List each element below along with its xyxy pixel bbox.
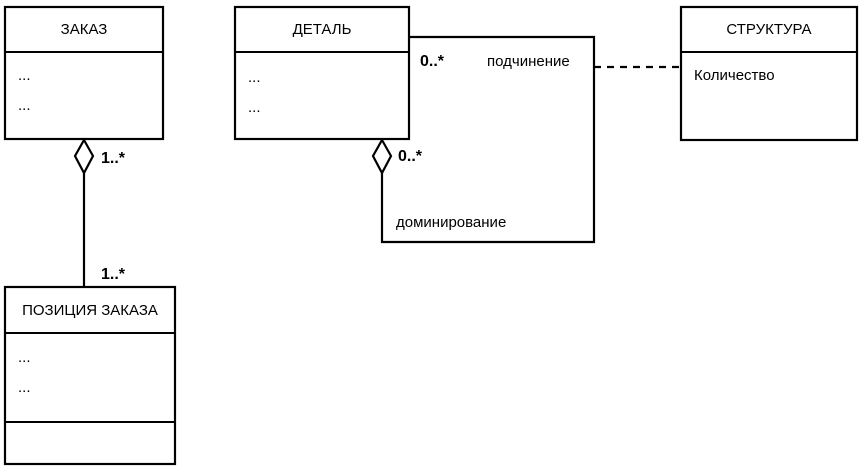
- class-order-item-box: [3, 285, 177, 466]
- association-order-items[interactable]: 1..* 1..*: [73, 137, 126, 287]
- class-order-item[interactable]: ПОЗИЦИЯ ЗАКАЗА ... ...: [3, 285, 177, 466]
- association-part-structure-line: [380, 35, 596, 244]
- class-order-item-name: ПОЗИЦИЯ ЗАКАЗА: [22, 302, 158, 319]
- class-structure-attribute-1: Количество: [694, 67, 775, 84]
- order-items-source-multiplicity: 1..*: [101, 150, 126, 167]
- class-order-attribute-2: ...: [18, 97, 31, 114]
- class-order-attribute-1: ...: [18, 67, 31, 84]
- part-dominant-multiplicity: 0..*: [398, 148, 423, 165]
- aggregation-diamond-icon: [73, 137, 95, 176]
- class-order-item-attribute-1: ...: [18, 349, 31, 366]
- part-subordinate-multiplicity: 0..*: [420, 53, 445, 70]
- class-part[interactable]: ДЕТАЛЬ ... ...: [233, 5, 411, 141]
- class-structure-name: СТРУКТУРА: [726, 21, 811, 38]
- class-part-name: ДЕТАЛЬ: [293, 21, 352, 38]
- reflexive-aggregation-diamond-icon: [371, 137, 393, 176]
- class-part-box: [233, 5, 411, 141]
- order-items-target-multiplicity: 1..*: [101, 266, 126, 283]
- class-structure-box: [679, 5, 859, 142]
- part-subordinate-role: подчинение: [487, 53, 570, 70]
- class-order[interactable]: ЗАКАЗ ... ...: [3, 5, 165, 141]
- class-structure[interactable]: СТРУКТУРА Количество: [679, 5, 859, 142]
- class-order-name: ЗАКАЗ: [61, 21, 108, 38]
- class-order-box: [3, 5, 165, 141]
- part-dominant-role: доминирование: [396, 214, 506, 231]
- class-part-attribute-2: ...: [248, 99, 261, 116]
- association-part-structure[interactable]: 0..* подчинение 0..* доминирование: [371, 35, 596, 244]
- class-order-item-attribute-2: ...: [18, 379, 31, 396]
- class-part-attribute-1: ...: [248, 69, 261, 86]
